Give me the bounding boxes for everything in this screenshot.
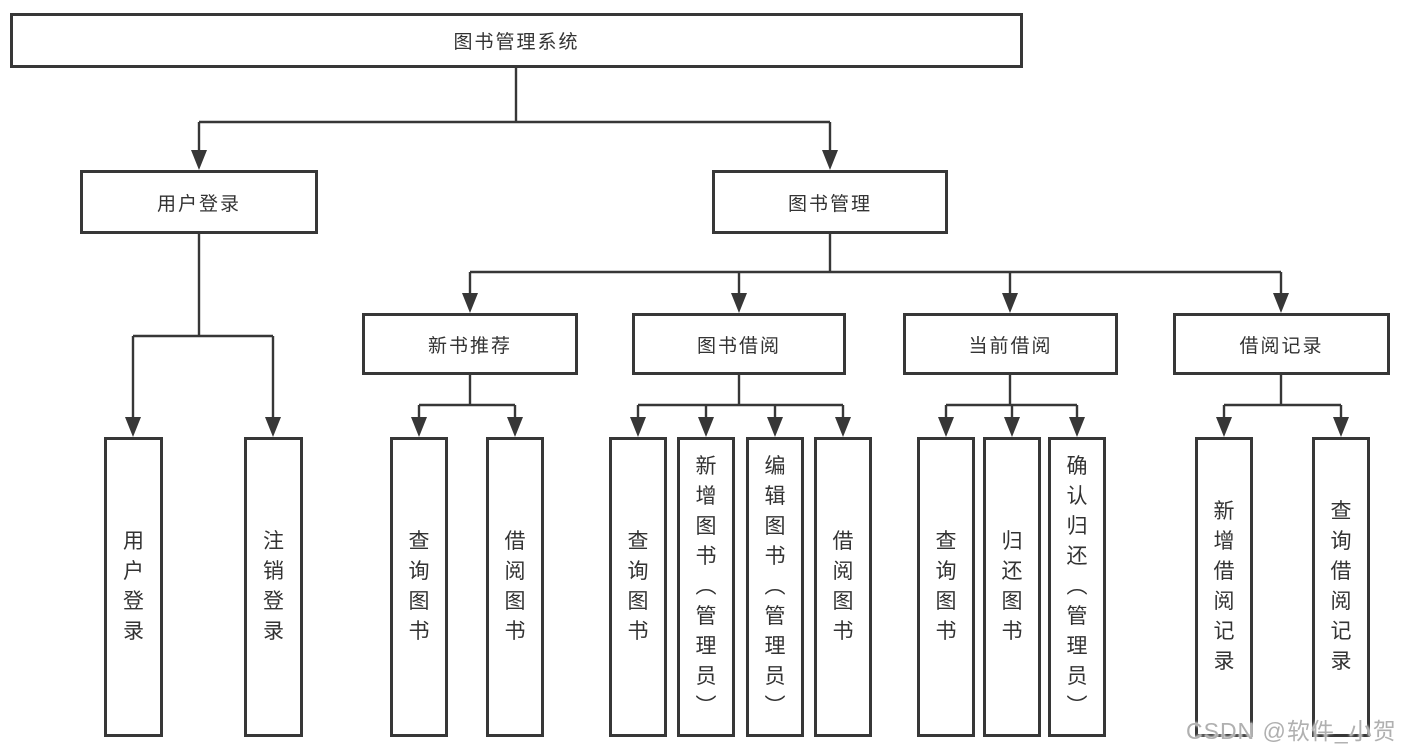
node-leaf-confirm-return-admin: 确认归还︵管理员︶ [1048, 437, 1106, 737]
leaf-label: 查询图书 [408, 530, 430, 643]
node-leaf-query-books-current: 查询图书 [917, 437, 975, 737]
node-current-borrowing: 当前借阅 [903, 313, 1118, 375]
leaf-label: 用户登录 [123, 530, 144, 643]
node-leaf-logout: 注销登录 [244, 437, 303, 737]
leaf-label: 新增借阅记录 [1213, 500, 1235, 673]
node-book-management: 图书管理 [712, 170, 948, 234]
node-user-login: 用户登录 [80, 170, 318, 234]
leaf-label: 注销登录 [263, 530, 284, 643]
node-leaf-query-borrow-record: 查询借阅记录 [1312, 437, 1370, 737]
arrowheads [125, 150, 1349, 437]
leaf-label: 查询图书 [627, 530, 649, 643]
leaf-label: 查询图书 [935, 530, 957, 643]
node-new-book-recommend: 新书推荐 [362, 313, 578, 375]
node-leaf-return-books: 归还图书 [983, 437, 1041, 737]
node-book-borrowing: 图书借阅 [632, 313, 846, 375]
leaf-label: 确认归还︵管理员︶ [1066, 455, 1088, 718]
leaf-label: 新增图书︵管理员︶ [695, 455, 717, 718]
leaf-label: 借阅图书 [504, 530, 526, 643]
leaf-label: 借阅图书 [832, 530, 854, 643]
node-leaf-user-login: 用户登录 [104, 437, 163, 737]
node-leaf-borrow-books-recommend: 借阅图书 [486, 437, 544, 737]
node-leaf-add-borrow-record: 新增借阅记录 [1195, 437, 1253, 737]
node-leaf-query-books-recommend: 查询图书 [390, 437, 448, 737]
node-leaf-query-books-borrowing: 查询图书 [609, 437, 667, 737]
leaf-label: 查询借阅记录 [1330, 500, 1352, 673]
node-borrowing-records: 借阅记录 [1173, 313, 1390, 375]
node-library-management-system: 图书管理系统 [10, 13, 1023, 68]
leaf-label: 归还图书 [1001, 530, 1023, 643]
leaf-label: 编辑图书︵管理员︶ [764, 455, 786, 718]
node-leaf-edit-book-admin: 编辑图书︵管理员︶ [746, 437, 804, 737]
node-leaf-borrow-books-borrowing: 借阅图书 [814, 437, 872, 737]
node-leaf-add-book-admin: 新增图书︵管理员︶ [677, 437, 735, 737]
csdn-watermark: CSDN @软件_小贺同学 [1186, 718, 1397, 744]
